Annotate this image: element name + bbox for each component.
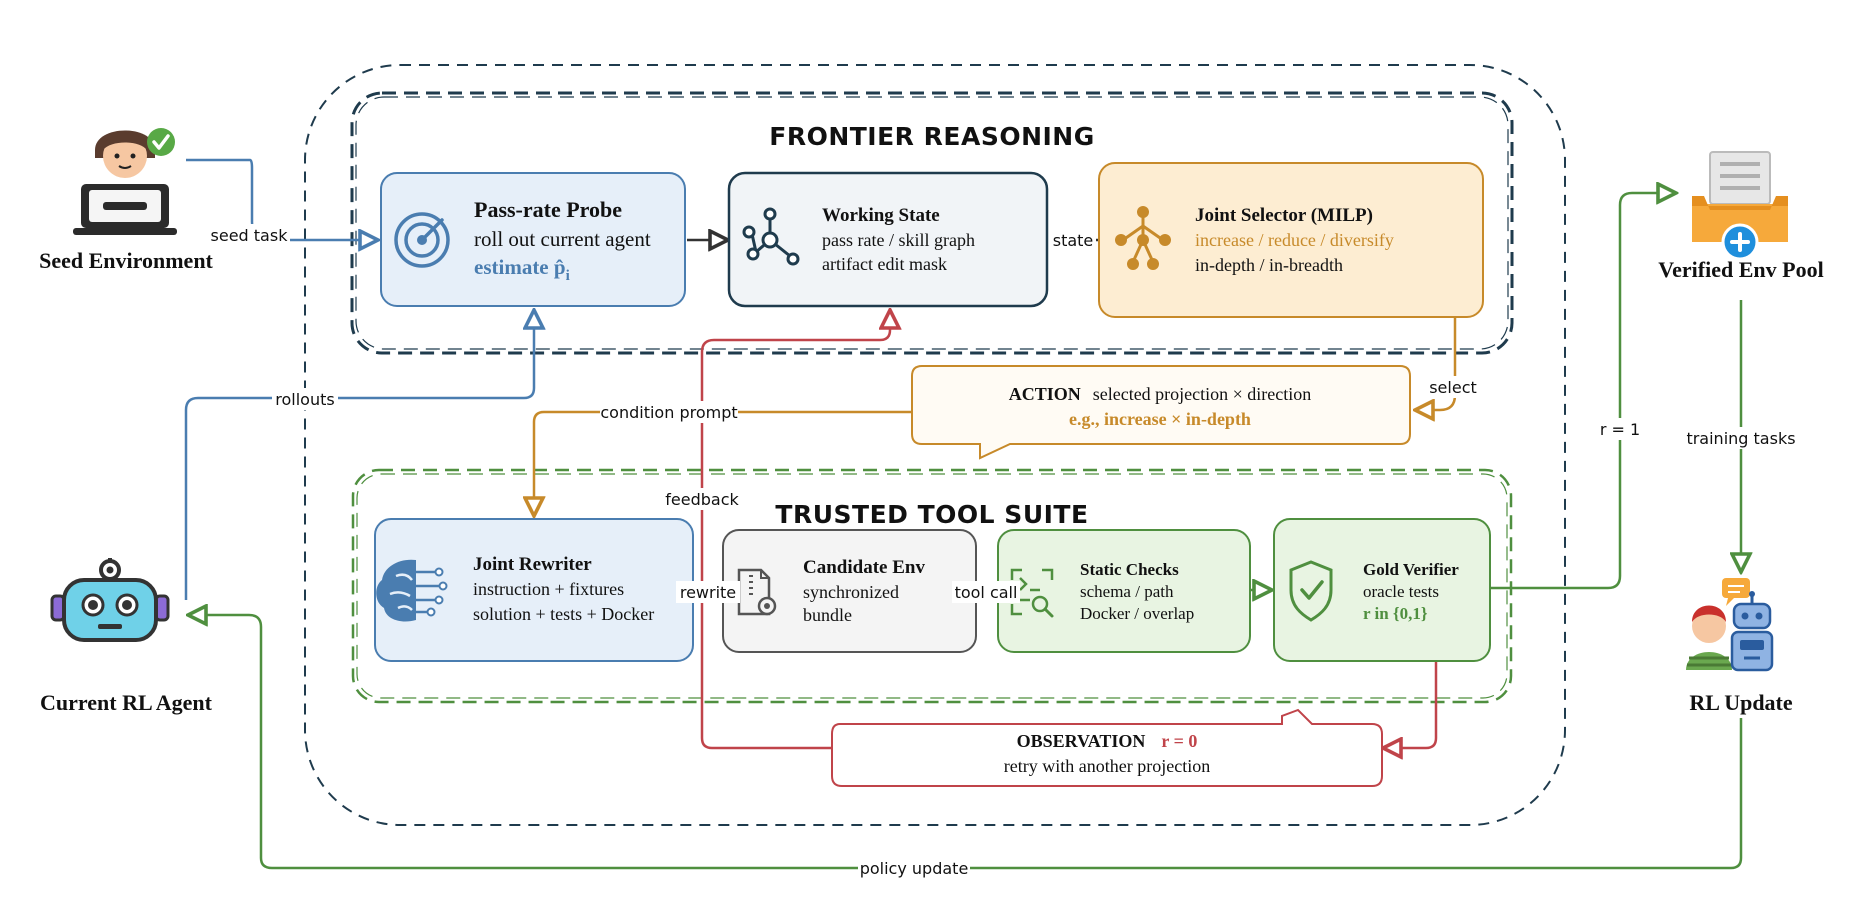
seed-environment-actor: Seed Environment: [39, 128, 214, 273]
observation-title-line: OBSERVATION r = 0: [1017, 731, 1198, 751]
edge-label-feedback: feedback: [665, 490, 739, 509]
rewriter-title: Joint Rewriter: [473, 554, 592, 575]
edge-label-r-eq-1: r = 1: [1600, 420, 1640, 439]
action-callout: ACTION selected projection × direction e.…: [911, 365, 1411, 460]
observation-value: r = 0: [1161, 731, 1197, 751]
tool-suite-region: [351, 468, 1513, 704]
edge-label-policy-update: policy update: [860, 859, 969, 878]
edge-feedback: [700, 310, 890, 750]
candidate-title: Candidate Env: [803, 557, 925, 578]
radar-icon: [394, 212, 450, 268]
inbox-plus-icon: [1692, 151, 1788, 261]
gold-title: Gold Verifier: [1363, 560, 1459, 579]
working-line2: artifact edit mask: [822, 254, 947, 274]
current-rl-agent-actor: Current RL Agent: [40, 558, 213, 715]
update-label: RL Update: [1689, 690, 1793, 715]
selector-line2: in-depth / in-breadth: [1195, 255, 1343, 275]
working-state-node: Working State pass rate / skill graph ar…: [727, 171, 1049, 308]
gold-line2: r in {0,1}: [1363, 604, 1428, 623]
probe-line1: roll out current agent: [474, 227, 651, 251]
edge-labels: seed task rollouts state select conditio…: [208, 224, 1798, 879]
frontier-region: [350, 91, 1514, 355]
edge-label-state: state: [1053, 231, 1094, 250]
rewriter-line1: instruction + fixtures: [473, 579, 624, 599]
joint-rewriter-node: Joint Rewriter instruction + fixtures so…: [374, 518, 694, 662]
working-title: Working State: [822, 205, 940, 226]
probe-line2: estimate p̂i: [474, 255, 570, 284]
candidate-line2: bundle: [803, 605, 852, 625]
joint-selector-node: Joint Selector (MILP) increase / reduce …: [1098, 162, 1484, 318]
observation-line1: retry with another projection: [1004, 756, 1210, 776]
observation-callout: OBSERVATION r = 0 retry with another proj…: [831, 708, 1383, 787]
edge-label-seed-task: seed task: [211, 226, 289, 245]
edge-r-eq-1: [1491, 193, 1676, 590]
seed-label: Seed Environment: [39, 248, 213, 273]
observation-title: OBSERVATION: [1017, 731, 1146, 751]
edge-label-training-tasks: training tasks: [1686, 429, 1795, 448]
verified-env-pool-actor: Verified Env Pool: [1658, 151, 1824, 282]
edge-label-select: select: [1429, 378, 1477, 397]
action-title-line: ACTION selected projection × direction: [1009, 384, 1312, 404]
document-gear-icon: [737, 568, 777, 616]
human-robot-icon: [1686, 578, 1774, 672]
probe-title: Pass-rate Probe: [474, 197, 622, 222]
rewriter-line2: solution + tests + Docker: [473, 604, 654, 624]
tool-suite-region-inner: [356, 473, 1508, 699]
tree-icon: [1115, 206, 1171, 270]
static-title: Static Checks: [1080, 560, 1179, 579]
action-example: e.g., increase × in-depth: [1069, 409, 1251, 429]
tool-suite-region-title: TRUSTED TOOL SUITE: [775, 500, 1088, 529]
pass-rate-probe-node: Pass-rate Probe roll out current agent e…: [380, 172, 686, 307]
edge-label-rollouts: rollouts: [275, 390, 334, 409]
gold-verifier-node: Gold Verifier oracle tests r in {0,1}: [1273, 518, 1491, 662]
outer-loop-boundary: [304, 64, 1566, 826]
graph-nodes-icon: [742, 207, 800, 266]
edge-gold-to-observation: [1383, 661, 1438, 748]
frontier-region-title: FRONTIER REASONING: [769, 122, 1095, 151]
agent-label: Current RL Agent: [40, 690, 213, 715]
selector-title: Joint Selector (MILP): [1195, 205, 1373, 226]
gold-line1: oracle tests: [1363, 582, 1439, 601]
edge-label-tool-call: tool call: [955, 583, 1018, 602]
rl-update-actor: RL Update: [1686, 578, 1793, 715]
edge-policy-update: [188, 615, 1743, 870]
robot-icon: [50, 558, 170, 642]
frontier-region-inner: [355, 96, 1509, 350]
static-checks-node: Static Checks schema / path Docker / ove…: [997, 529, 1251, 653]
action-line1: selected projection × direction: [1093, 384, 1312, 404]
working-line1: pass rate / skill graph: [822, 230, 975, 250]
edge-label-rewrite: rewrite: [680, 583, 736, 602]
brain-circuit-icon: [376, 559, 448, 622]
shield-check-icon: [1289, 560, 1333, 622]
static-line1: schema / path: [1080, 582, 1174, 601]
static-line2: Docker / overlap: [1080, 604, 1194, 623]
edge-label-condition-prompt: condition prompt: [600, 403, 737, 422]
candidate-line1: synchronized: [803, 582, 899, 602]
pool-label: Verified Env Pool: [1658, 257, 1823, 282]
edge-rollouts: [184, 310, 534, 600]
edge-condition-prompt: [534, 410, 912, 516]
selector-line1: increase / reduce / diversify: [1195, 230, 1394, 250]
action-title: ACTION: [1009, 384, 1081, 404]
candidate-env-node: Candidate Env synchronized bundle: [722, 529, 977, 653]
person-laptop-icon: [73, 128, 177, 235]
